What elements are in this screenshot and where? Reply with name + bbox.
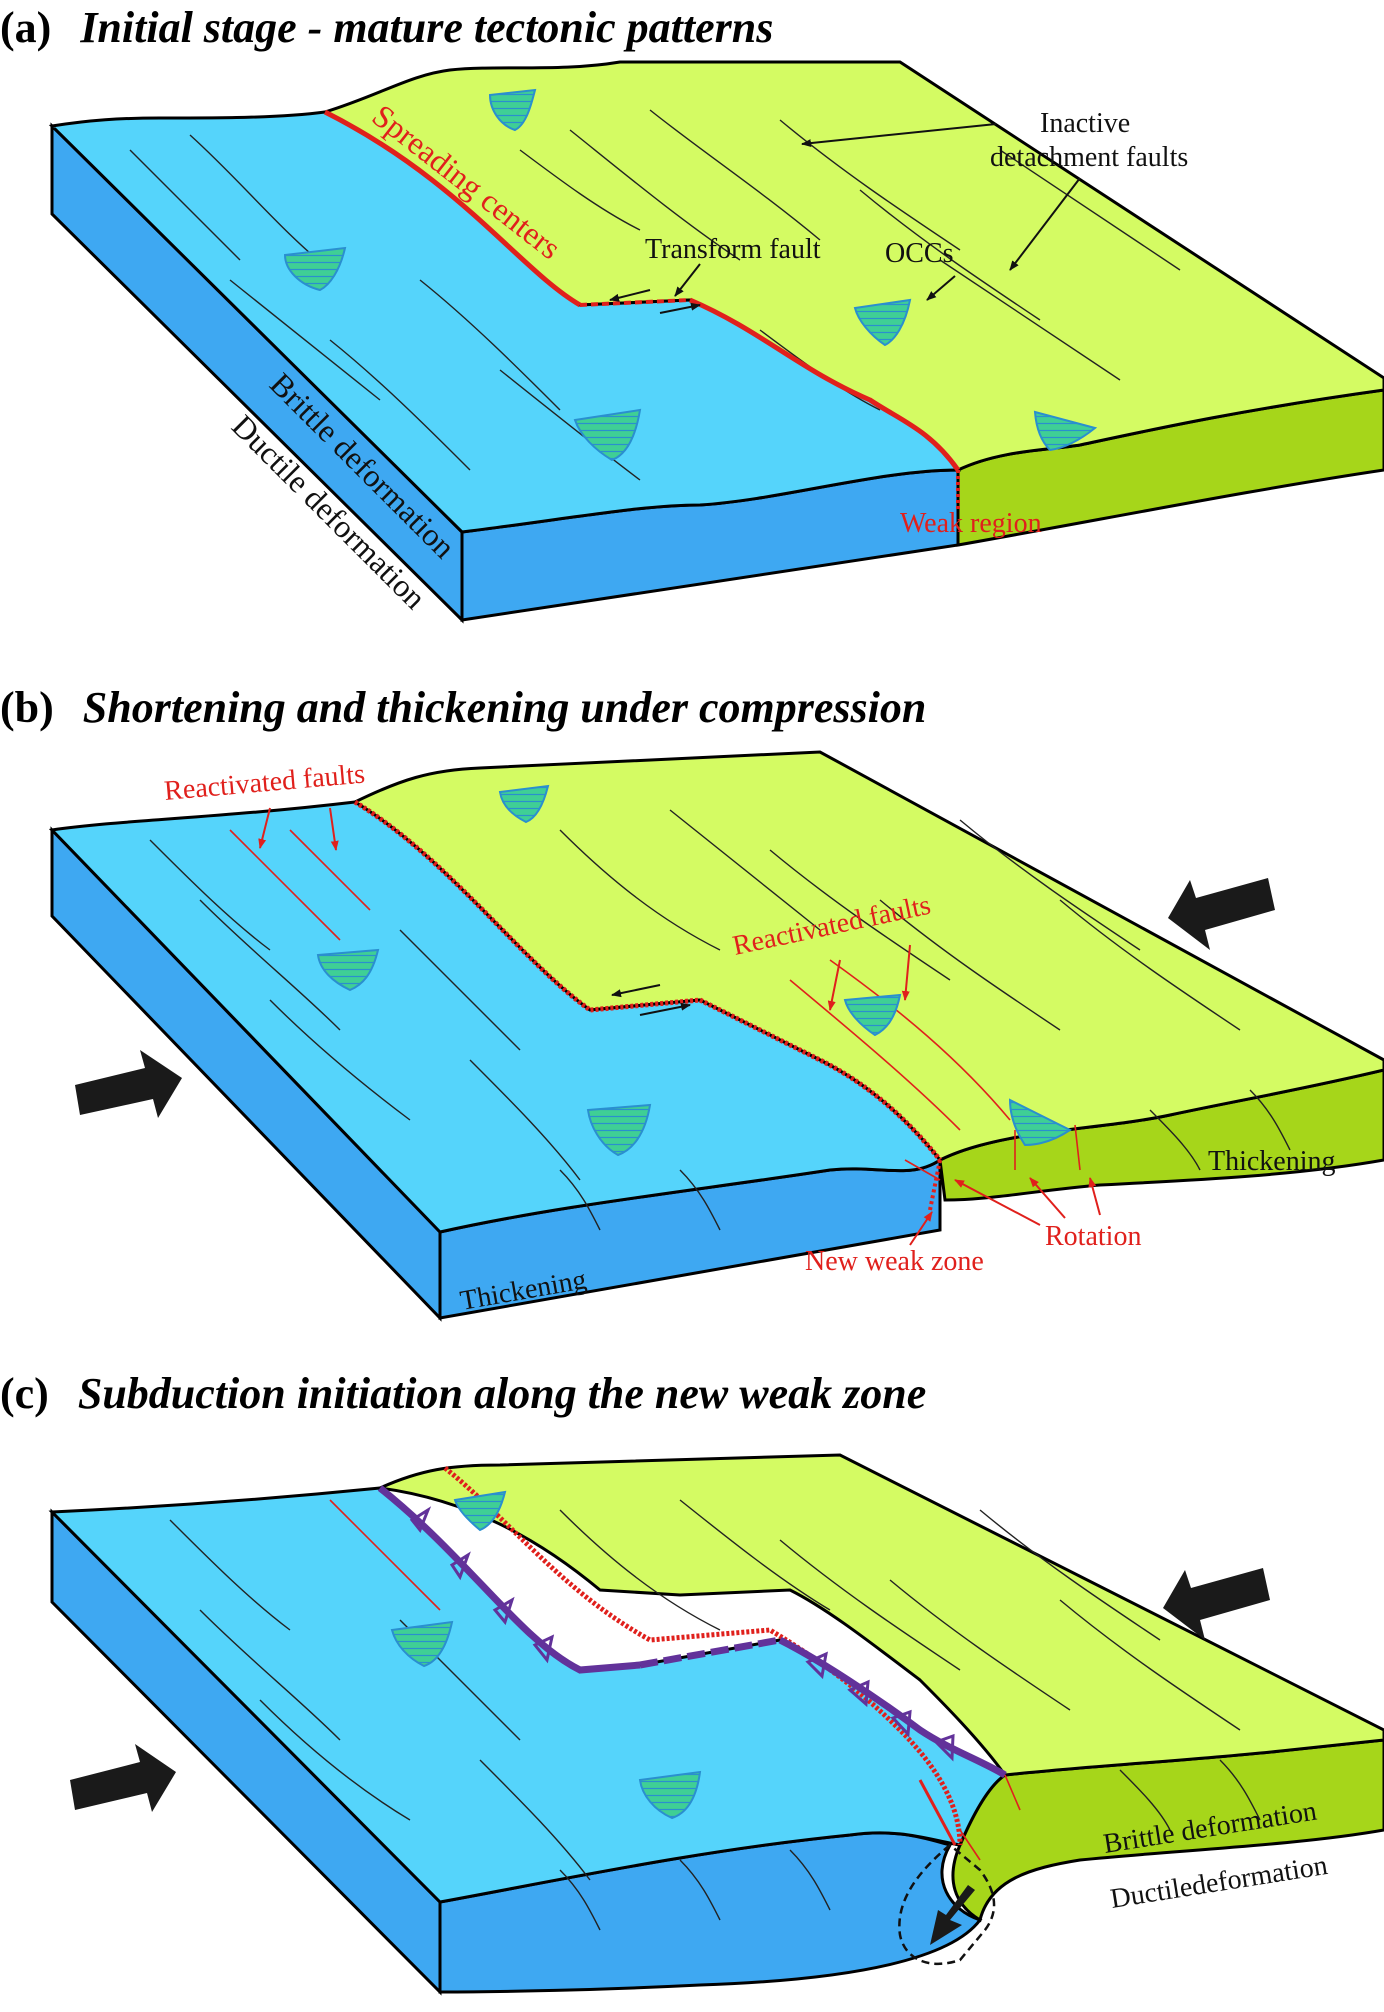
occ-dome-icon [498,784,550,824]
inactive-label-line2: detachment faults [990,142,1188,173]
panel-c-title: (c) Subduction initiation along the new … [0,1369,926,1418]
inactive-fault-lines [169,1499,1261,1931]
reactivated-faults-left-label: Reactivated faults [163,759,366,807]
leader-arrow-icon [954,1179,1041,1226]
leader-arrow-icon [827,959,841,1011]
panel-c-letter: (c) [0,1369,49,1418]
panel-a: (a) Initial stage - mature tectonic patt… [0,3,1384,624]
occ-dome-icon [586,1103,652,1157]
spreading-center-line [323,109,582,308]
oceanic-top-face [48,800,943,1234]
compression-arrow-icon [1168,878,1275,950]
occs-label: OCCs [885,238,953,269]
shear-arrow-icon [609,289,651,302]
occ-dome-icon [638,1770,702,1820]
leader-arrow-icon [258,807,271,849]
inactive-fault-lines [149,809,1291,1231]
new-weak-zone-line [918,1779,957,1846]
panel-a-letter: (a) [0,3,51,52]
leader-arrow-icon [909,1211,933,1246]
panel-a-heading: Initial stage - mature tectonic patterns [79,3,773,52]
weak-region-label: Weak region [900,508,1042,539]
leader-arrow-icon [926,275,956,301]
occ-dome-icon [573,408,642,462]
panel-c-heading: Subduction initiation along the new weak… [78,1369,926,1418]
leader-arrow-icon [801,123,997,148]
rotation-label: Rotation [1045,1221,1141,1252]
continental-top-face [374,1453,1384,1777]
occ-dome-icon [853,298,912,347]
leader-arrow-icon [1009,177,1081,271]
transform-fault-line [579,298,691,307]
subduction-teeth-icon [409,1506,955,1762]
occ-dome-icon [453,1490,507,1532]
shear-arrow-icon [639,1002,691,1016]
ductile-deformation-label: Ductiledeformation [1108,1850,1329,1915]
shear-arrow-icon [611,984,661,998]
occ-dome-icon [1008,1098,1072,1147]
inactive-fault-lines [129,109,1181,481]
occ-dome-icon [283,246,347,292]
compression-arrow-icon [70,1744,176,1812]
occ-dome-icon [1033,410,1098,452]
occ-dome-icon [843,993,902,1037]
slab-outline-box [898,1843,996,1965]
panel-b: (b) Shortening and thickening under comp… [0,683,1384,1322]
new-weak-zone-line [928,1159,942,1211]
leader-arrow-icon [1029,1177,1066,1219]
inactive-label-line1: Inactive [1040,108,1130,139]
slab-arrow-icon [930,1885,975,1945]
leader-arrow-icon [329,807,339,851]
reactivated-ridge-line [353,799,942,1162]
compression-arrow-icon [1163,1568,1270,1640]
shear-arrow-icon [659,302,701,314]
new-weak-zone-label: New weak zone [805,1246,984,1277]
compression-arrow-icon [75,1050,182,1118]
occ-dome-icon [390,1620,454,1668]
reactivated-fault-lines [329,1499,1021,1861]
panel-b-title: (b) Shortening and thickening under comp… [0,683,926,732]
leader-arrow-icon [674,263,701,297]
panel-b-heading: Shortening and thickening under compress… [83,683,927,732]
occ-dome-icon [488,88,537,132]
panel-a-title: (a) Initial stage - mature tectonic patt… [0,3,773,52]
leader-arrow-icon [901,944,911,1001]
leader-arrow-icon [1088,1177,1101,1216]
occ-dome-icon [316,948,380,992]
reactivated-ridge-line [443,1466,963,1846]
thickening-right-label: Thickening [1208,1146,1336,1177]
transform-fault-label: Transform fault [645,234,821,265]
panel-b-letter: (b) [0,683,54,732]
spreading-center-line-2 [689,297,961,472]
panel-c: (c) Subduction initiation along the new … [0,1369,1384,1996]
reactivated-fault-lines [229,829,1081,1181]
